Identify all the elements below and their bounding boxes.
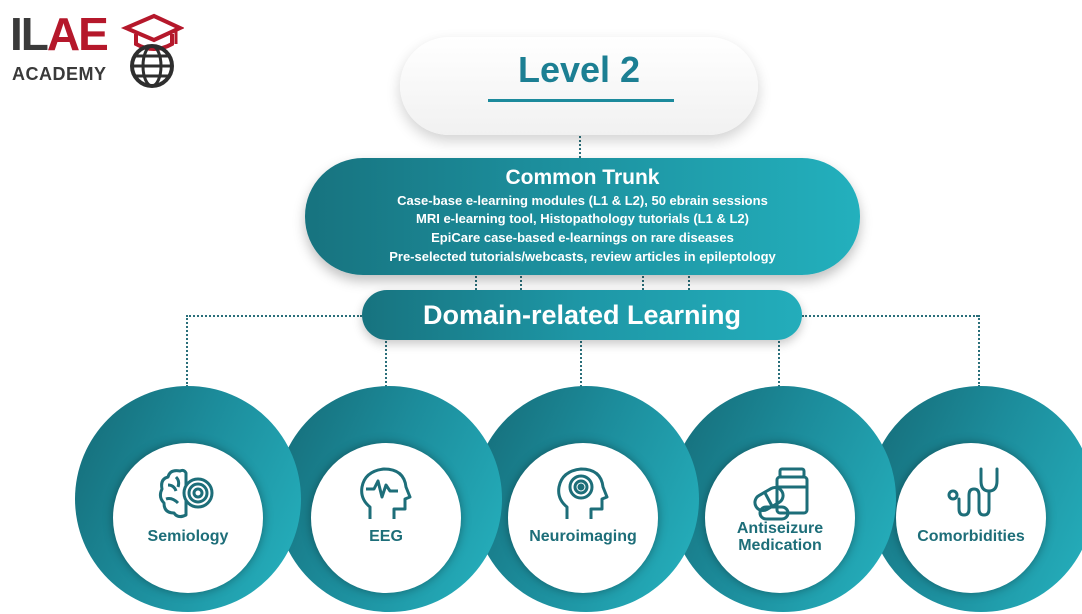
circle-antiseizure-medication: Antiseizure Medication	[670, 386, 896, 612]
connector-level-trunk	[579, 136, 581, 158]
connector-left	[186, 315, 362, 317]
pill-bottle-icon	[753, 467, 809, 521]
connector-semiology	[186, 315, 188, 387]
semiology-label: Semiology	[147, 528, 229, 545]
head-eeg-icon	[360, 467, 412, 519]
circle-semiology: Semiology	[75, 386, 301, 612]
common-trunk-box: Common Trunk Case-base e-learning module…	[305, 158, 860, 275]
comorbidities-label: Comorbidities	[917, 528, 1025, 545]
level-underline	[488, 99, 674, 102]
connector-eeg	[385, 341, 387, 391]
inner-circle: Neuroimaging	[508, 443, 658, 593]
level-pill: Level 2	[400, 37, 758, 135]
trunk-line: EpiCare case-based e-learnings on rare d…	[431, 230, 734, 245]
circle-eeg: EEG	[276, 386, 502, 612]
antiseizure-label: Antiseizure	[736, 520, 824, 537]
inner-circle: EEG	[311, 443, 461, 593]
circle-neuroimaging: Neuroimaging	[473, 386, 699, 612]
logo-subtitle: ACADEMY	[12, 64, 107, 84]
connector-trunk-domain	[520, 276, 522, 290]
connector-medication	[778, 341, 780, 391]
medication-label: Medication	[738, 537, 822, 554]
common-trunk-title: Common Trunk	[505, 166, 660, 189]
inner-circle: Antiseizure Medication	[705, 443, 855, 593]
logo-text: ILAE	[10, 8, 109, 60]
level-title: Level 2	[517, 49, 641, 90]
connector-neuroimaging	[580, 341, 582, 391]
neuroimaging-label: Neuroimaging	[529, 528, 637, 545]
stethoscope-icon	[947, 467, 999, 517]
trunk-line: Pre-selected tutorials/webcasts, review …	[389, 249, 776, 264]
inner-circle: Semiology	[113, 443, 263, 593]
domain-title: Domain-related Learning	[422, 300, 742, 330]
trunk-line: Case-base e-learning modules (L1 & L2), …	[397, 193, 768, 208]
trunk-line: MRI e-learning tool, Histopathology tuto…	[416, 211, 749, 226]
connector-trunk-domain	[688, 276, 690, 290]
eeg-label: EEG	[369, 528, 403, 545]
connector-trunk-domain	[642, 276, 644, 290]
connector-right	[802, 315, 978, 317]
head-scan-icon	[557, 467, 609, 519]
domain-related-learning-bar: Domain-related Learning	[362, 290, 802, 340]
graduation-globe-icon	[120, 13, 184, 88]
brain-target-icon	[158, 468, 214, 519]
inner-circle: Comorbidities	[896, 443, 1046, 593]
connector-comorbidities	[978, 315, 980, 387]
ilae-academy-logo: ILAE ACADEMY	[10, 8, 184, 88]
circle-comorbidities: Comorbidities	[868, 386, 1082, 612]
connector-trunk-domain	[475, 276, 477, 290]
